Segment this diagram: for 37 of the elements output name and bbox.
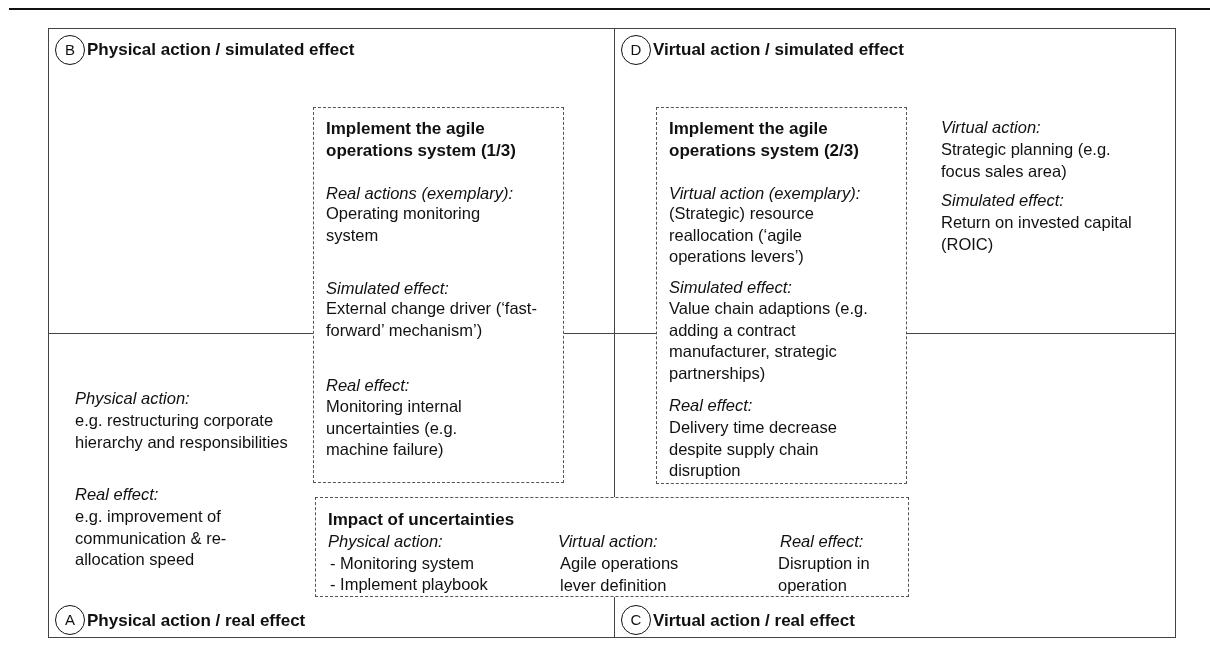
dashed-box	[315, 497, 909, 597]
field-label: Virtual action:	[558, 531, 658, 552]
description-text: Delivery time decrease despite supply chain disruption	[669, 417, 838, 481]
description-text: Monitoring internal uncertainties (e.g. machine failure)	[326, 396, 463, 460]
quadrant-title: Virtual action / real effect	[653, 610, 855, 632]
description-text: (Strategic) resource reallocation (‘agile operations levers’)	[669, 203, 815, 267]
description-text: Agile operations lever definition	[560, 553, 680, 596]
quadrant-title: Virtual action / simulated effect	[653, 39, 904, 61]
dashed-box	[656, 107, 907, 484]
quadrant-title: Physical action / real effect	[87, 610, 306, 632]
field-label: Simulated effect:	[669, 277, 792, 298]
field-label: Real effect:	[669, 395, 753, 416]
section-heading: Implement the agile operations system (2/3)	[669, 118, 860, 161]
description-text: Operating monitoring system	[326, 203, 482, 246]
field-label: Real effect:	[780, 531, 864, 552]
dashed-box	[313, 107, 564, 483]
field-label: Physical action:	[328, 531, 443, 552]
description-text: Value chain adaptions (e.g. adding a contract manufacturer, strategic partnerships)	[669, 298, 869, 384]
field-label: Simulated effect:	[326, 278, 449, 299]
description-text: Strategic planning (e.g. focus sales area)	[941, 139, 1112, 182]
description-text: e.g. restructuring corporate hierarchy and responsibilities	[75, 410, 289, 453]
section-heading: Impact of uncertainties	[328, 509, 515, 531]
description-text: - Implement playbook	[330, 574, 488, 595]
field-label: Virtual action:	[941, 117, 1041, 138]
description-text: External change driver (‘fast-forward’ mechanism’)	[326, 298, 538, 341]
description-text: Disruption in operation	[778, 553, 870, 596]
field-label: Real actions (exemplary):	[326, 183, 514, 204]
section-heading: Implement the agile operations system (1/3)	[326, 118, 517, 161]
field-label: Real effect:	[75, 484, 159, 505]
description-text: - Monitoring system	[330, 553, 474, 574]
field-label: Physical action:	[75, 388, 190, 409]
field-label: Virtual action (exemplary):	[669, 183, 861, 204]
description-text: e.g. improvement of communication & re-allocation speed	[75, 506, 228, 570]
quadrant-title: Physical action / simulated effect	[87, 39, 355, 61]
field-label: Simulated effect:	[941, 190, 1064, 211]
field-label: Real effect:	[326, 375, 410, 396]
description-text: Return on invested capital (ROIC)	[941, 212, 1133, 255]
